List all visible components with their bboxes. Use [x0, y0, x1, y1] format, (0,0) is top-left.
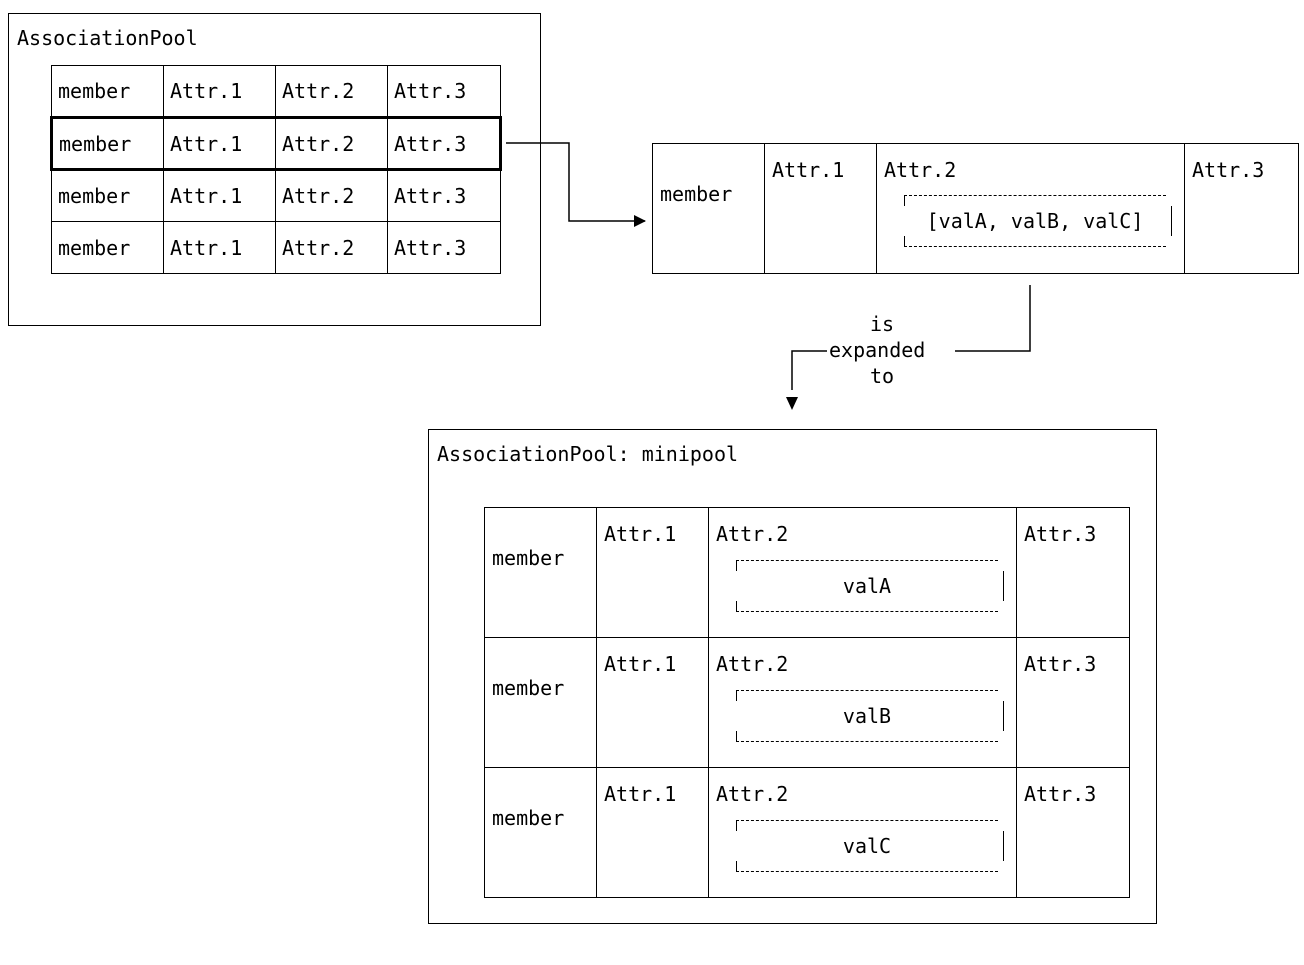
member-label: member — [492, 546, 565, 570]
attr1-label: Attr.1 — [604, 652, 677, 676]
attr2-label: Attr.2 — [884, 158, 957, 182]
top-pool-title: AssociationPool — [17, 26, 198, 50]
member-label: member — [492, 806, 565, 830]
attr2-cell: Attr.2 valB — [708, 637, 1017, 768]
attr3-cell: Attr.3 — [387, 169, 501, 222]
expanded-to-connector — [955, 285, 1031, 352]
table-row: member Attr.1 Attr.2 Attr.3 — [51, 221, 501, 274]
list-value-box: [valA, valB, valC] — [904, 195, 1172, 247]
expand-arrow — [506, 142, 646, 227]
attr3-cell: Attr.3 — [387, 221, 501, 274]
value-box: valA — [736, 560, 1004, 612]
attr2-cell: Attr.2 valC — [708, 767, 1017, 898]
value-label: valB — [842, 704, 892, 728]
member-cell: member — [484, 767, 597, 898]
attr2-cell: Attr.2 valA — [708, 507, 1017, 638]
attr3-cell: Attr.3 — [1016, 767, 1130, 898]
attr3-label: Attr.3 — [1024, 652, 1097, 676]
member-cell: member — [51, 221, 164, 274]
minipool-title: AssociationPool: minipool — [437, 442, 739, 466]
attr2-cell: Attr.2 — [275, 221, 388, 274]
attr3-label: Attr.3 — [1024, 782, 1097, 806]
connector-label-is: is — [870, 312, 895, 336]
selected-table-row: member Attr.1 Attr.2 Attr.3 — [50, 116, 502, 171]
member-label: member — [660, 182, 733, 206]
minipool-table: member Attr.1 Attr.2 valA Attr.3 member … — [484, 507, 1130, 898]
table-row: member Attr.1 Attr.2 valA Attr.3 — [484, 507, 1130, 638]
member-cell: member — [50, 116, 164, 171]
expanded-row-table: member Attr.1 Attr.2 [valA, valB, valC] … — [652, 143, 1299, 274]
member-cell: member — [484, 507, 597, 638]
attr1-label: Attr.1 — [604, 782, 677, 806]
attr1-cell: Attr.1 — [596, 767, 709, 898]
attr3-cell: Attr.3 — [1184, 143, 1299, 274]
attr3-label: Attr.3 — [1192, 158, 1265, 182]
value-box: valB — [736, 690, 1004, 742]
member-cell: member — [484, 637, 597, 768]
attr1-cell: Attr.1 — [163, 169, 276, 222]
attr1-label: Attr.1 — [772, 158, 845, 182]
attr3-label: Attr.3 — [1024, 522, 1097, 546]
top-pool-table: member Attr.1 Attr.2 Attr.3 member Attr.… — [50, 65, 502, 274]
attr2-label: Attr.2 — [716, 522, 789, 546]
attr3-cell: Attr.3 — [1016, 637, 1130, 768]
connector-lines — [506, 142, 1031, 410]
connector-label-expanded: expanded — [829, 338, 926, 362]
member-cell: member — [652, 143, 765, 274]
value-label: valC — [842, 834, 892, 858]
value-label: valA — [842, 574, 892, 598]
attr1-label: Attr.1 — [604, 522, 677, 546]
attr3-cell: Attr.3 — [387, 65, 501, 118]
attr1-cell: Attr.1 — [163, 116, 276, 171]
minipool: AssociationPool: minipool — [428, 429, 1157, 924]
attr2-cell: Attr.2 — [275, 65, 388, 118]
value-box: valC — [736, 820, 1004, 872]
connector-label-to: to — [870, 364, 895, 388]
attr2-label: Attr.2 — [716, 782, 789, 806]
table-row: member Attr.1 Attr.2 Attr.3 — [51, 169, 501, 222]
attr3-cell: Attr.3 — [387, 116, 502, 171]
attr3-cell: Attr.3 — [1016, 507, 1130, 638]
attr2-label: Attr.2 — [716, 652, 789, 676]
top-association-pool: AssociationPool — [8, 13, 541, 326]
down-arrow-icon — [786, 397, 798, 410]
attr1-cell: Attr.1 — [596, 507, 709, 638]
attr2-cell: Attr.2 — [275, 169, 388, 222]
table-row: member Attr.1 Attr.2 valC Attr.3 — [484, 767, 1130, 898]
list-value: [valA, valB, valC] — [926, 209, 1144, 233]
attr2-cell: Attr.2 — [275, 116, 388, 171]
attr2-cell: Attr.2 [valA, valB, valC] — [876, 143, 1185, 274]
expanded-to-connector-left — [791, 350, 827, 390]
table-row: member Attr.1 Attr.2 [valA, valB, valC] … — [652, 143, 1299, 274]
member-label: member — [492, 676, 565, 700]
attr1-cell: Attr.1 — [596, 637, 709, 768]
attr1-cell: Attr.1 — [764, 143, 877, 274]
table-row: member Attr.1 Attr.2 valB Attr.3 — [484, 637, 1130, 768]
attr1-cell: Attr.1 — [163, 221, 276, 274]
member-cell: member — [51, 169, 164, 222]
